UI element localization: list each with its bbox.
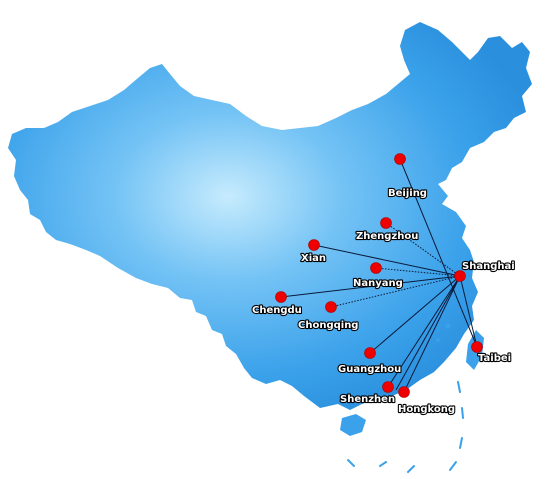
city-dot-hongkong[interactable] — [398, 386, 410, 398]
city-label-chongqing: Chongqing — [298, 320, 358, 331]
route-shenzhen — [387, 275, 461, 388]
route-hongkong-2 — [395, 275, 461, 391]
route-chengdu — [280, 275, 461, 298]
city-dot-shanghai[interactable] — [454, 270, 466, 282]
city-label-xian: Xian — [301, 253, 326, 264]
city-dot-nanyang[interactable] — [370, 262, 382, 274]
city-label-shanghai: Shanghai — [462, 261, 515, 272]
route-nanyang — [375, 267, 461, 277]
route-guangzhou — [369, 275, 461, 354]
route-beijing — [399, 158, 478, 348]
city-label-guangzhou: Guangzhou — [338, 364, 401, 375]
city-dot-chongqing[interactable] — [325, 301, 337, 313]
city-dot-shenzhen[interactable] — [382, 381, 394, 393]
city-label-zhengzhou: Zhengzhou — [356, 231, 418, 242]
route-hongkong — [403, 275, 461, 393]
route-taibei — [459, 275, 478, 348]
city-label-shenzhen: Shenzhen — [340, 394, 395, 405]
china-landmass — [8, 22, 532, 410]
small-island — [445, 323, 451, 329]
city-label-taibei: Taibei — [478, 353, 511, 364]
route-zhengzhou — [385, 222, 461, 277]
city-label-chengdu: Chengdu — [252, 305, 302, 316]
route-xian — [313, 244, 461, 277]
small-island — [436, 338, 440, 342]
city-dot-guangzhou[interactable] — [364, 347, 376, 359]
route-lines — [280, 158, 478, 393]
city-dot-taibei[interactable] — [471, 341, 483, 353]
route-chongqing — [330, 275, 461, 308]
city-dot-beijing[interactable] — [394, 153, 406, 165]
city-label-beijing: Beijing — [388, 188, 427, 199]
city-label-hongkong: Hongkong — [398, 404, 455, 415]
city-label-nanyang: Nanyang — [353, 278, 403, 289]
hainan-island — [340, 414, 366, 436]
city-dot-xian[interactable] — [308, 239, 320, 251]
city-dot-zhengzhou[interactable] — [380, 217, 392, 229]
city-dot-chengdu[interactable] — [275, 291, 287, 303]
south-sea-dashes — [347, 381, 464, 473]
city-markers — [275, 153, 483, 398]
city-labels: Beijing Zhengzhou Xian Nanyang Shanghai … — [251, 187, 516, 416]
